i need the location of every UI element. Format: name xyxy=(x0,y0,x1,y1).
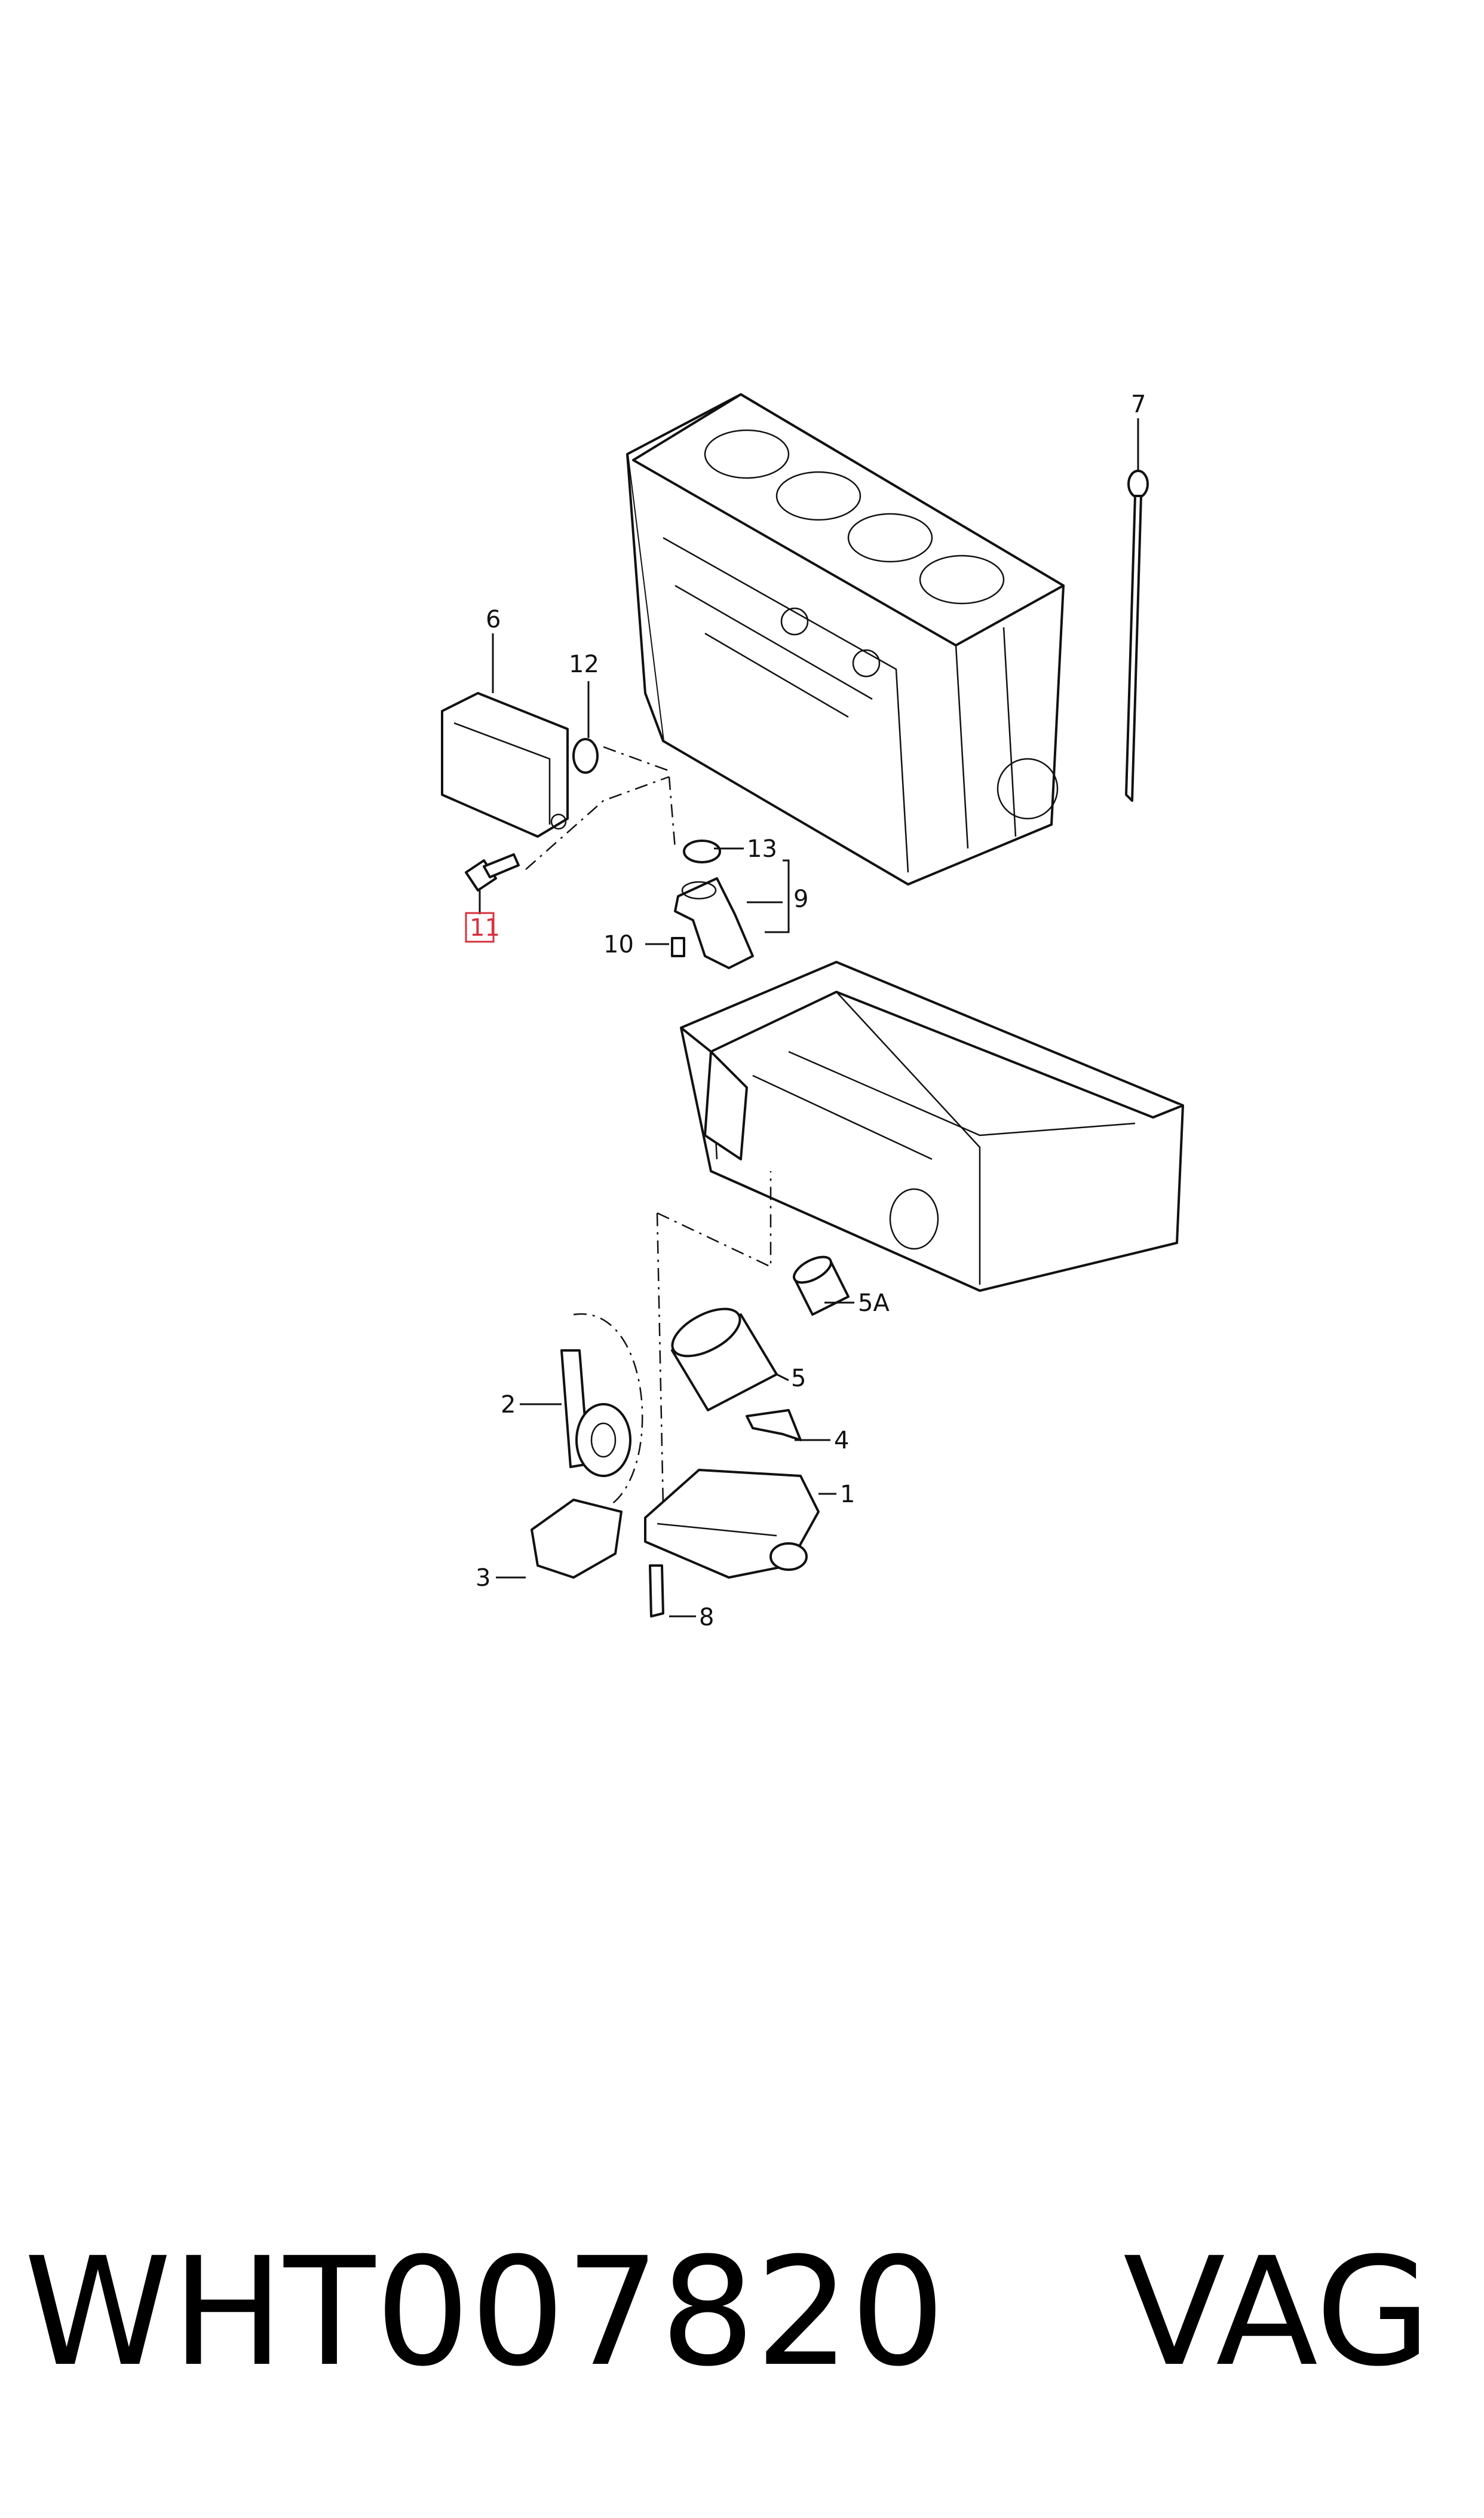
callout-4: 4 xyxy=(834,1427,849,1454)
chain-cover xyxy=(531,1499,623,1579)
callout-5a: 5A xyxy=(858,1289,890,1317)
brand-name: VAG xyxy=(1123,2225,1431,2399)
oil-dipstick xyxy=(1125,470,1149,802)
bolt-11 xyxy=(465,853,520,892)
callout-12: 12 xyxy=(569,651,599,678)
callout-7: 7 xyxy=(1131,391,1146,418)
filter-nipple xyxy=(793,1255,850,1316)
bolt-8 xyxy=(649,1564,664,1618)
bracket xyxy=(746,1409,802,1441)
oil-pump xyxy=(644,1469,820,1579)
highlight-box xyxy=(465,912,495,943)
callout-leaders xyxy=(479,418,1139,1618)
callout-10: 10 xyxy=(603,931,634,958)
callout-13: 13 xyxy=(747,835,777,863)
callout-2: 2 xyxy=(501,1391,516,1419)
oil-pan xyxy=(680,961,1184,1292)
oil-filter xyxy=(671,1307,778,1411)
bolt-10 xyxy=(671,937,685,957)
callout-8: 8 xyxy=(699,1604,714,1631)
part-number: WHT007820 xyxy=(24,2225,946,2399)
callout-1: 1 xyxy=(840,1481,855,1508)
oil-cooler xyxy=(441,692,569,838)
assembly-lines xyxy=(525,746,772,1506)
callout-5: 5 xyxy=(791,1365,806,1392)
seal-ring xyxy=(572,738,599,774)
engine-block xyxy=(626,393,1065,886)
callout-11: 11 xyxy=(470,914,500,942)
callout-3: 3 xyxy=(476,1564,490,1592)
sprocket xyxy=(575,1403,631,1477)
oil-return-pipe xyxy=(674,840,754,969)
callout-9: 9 xyxy=(793,886,808,913)
callout-6: 6 xyxy=(486,606,501,633)
